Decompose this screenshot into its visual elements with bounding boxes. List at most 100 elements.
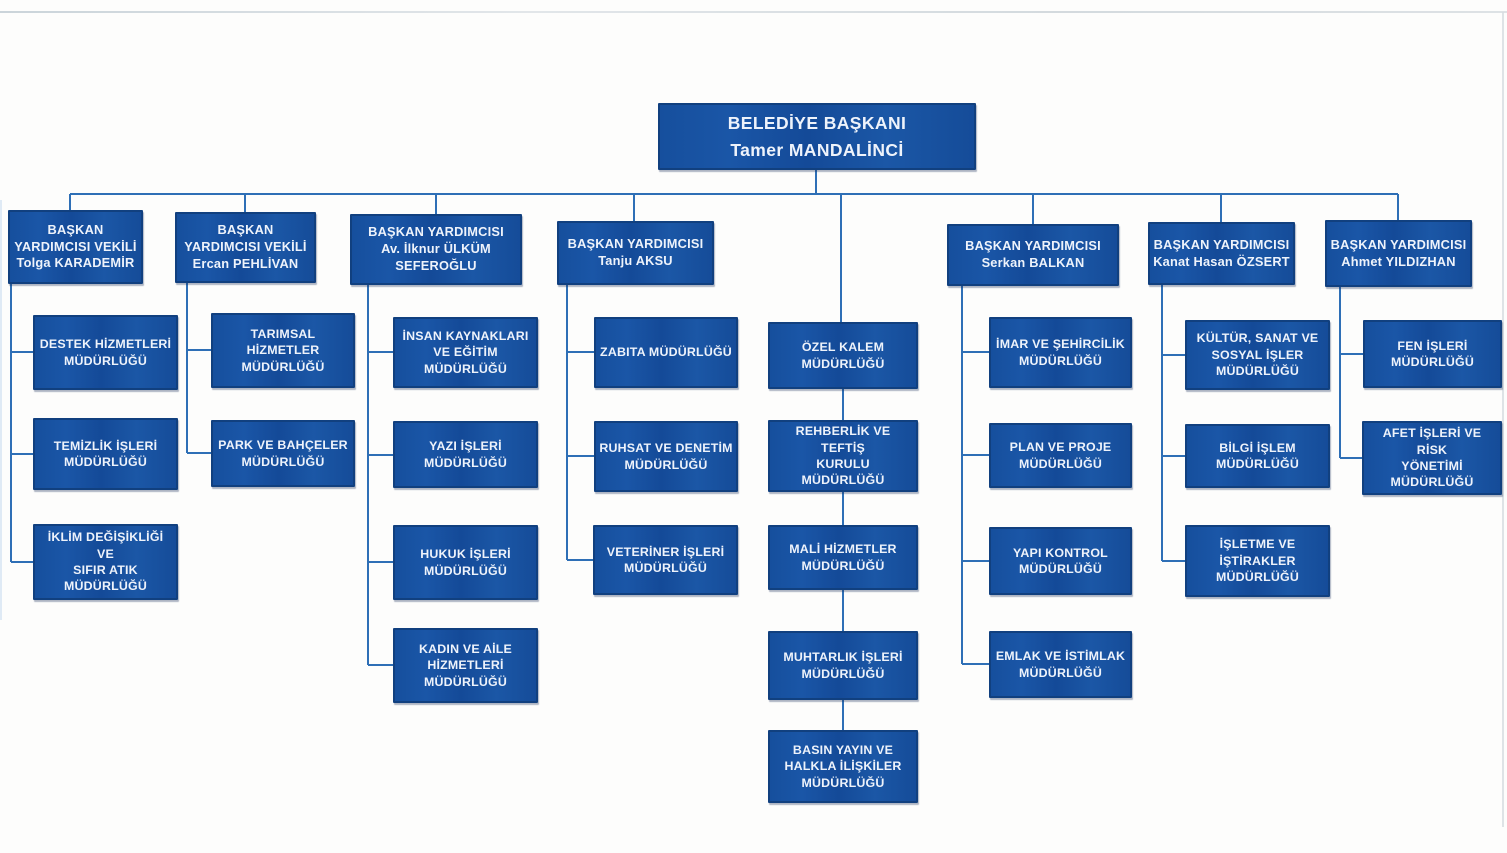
org-node-label-line: MÜDÜRLÜĞÜ xyxy=(63,353,148,368)
org-node-title-line: Tamer MANDALİNCİ xyxy=(730,139,904,160)
org-node-label-line: Av. İlknur ÜLKÜM xyxy=(381,241,491,257)
org-node-label-line: Serkan BALKAN xyxy=(981,255,1085,270)
org-node-label-line: BAŞKAN YARDIMCISI xyxy=(368,224,504,240)
page-edge-right xyxy=(1502,12,1504,827)
org-node-label-line: EMLAK VE İSTİMLAK xyxy=(995,649,1126,664)
org-node-c1c: İKLİM DEĞİŞİKLİĞİ VE SIFIR ATIK MÜDÜRLÜĞÜ xyxy=(33,524,178,600)
org-node-label-line: YAZI İŞLERİ xyxy=(429,439,502,454)
org-node-label-line: BASIN YAYIN VE xyxy=(792,742,894,757)
org-node-label-line: MÜDÜRLÜĞÜ xyxy=(1018,665,1103,680)
org-node-label-line: SEFEROĞLU xyxy=(395,257,477,273)
org-node-label-line: MÜDÜRLÜĞÜ xyxy=(423,674,508,689)
org-node-label-line: Ercan PEHLİVAN xyxy=(192,255,299,271)
org-node-label-line: SOSYAL İŞLER xyxy=(1211,347,1304,362)
org-node-label-line: ÖZEL KALEM xyxy=(801,340,885,355)
org-node-label-line: MÜDÜRLÜĞÜ xyxy=(623,561,708,575)
org-node-mayor: BELEDİYE BAŞKANI Tamer MANDALİNCİ xyxy=(658,103,976,170)
org-node-label-line: MÜDÜRLÜĞÜ xyxy=(1018,456,1103,471)
org-node-label-line: MÜDÜRLÜĞÜ xyxy=(423,361,508,376)
org-node-label-line: MALİ HİZMETLER xyxy=(789,542,897,557)
org-node-label-line: MÜDÜRLÜĞÜ xyxy=(241,454,325,469)
org-node-label-line: YÖNETİMİ xyxy=(1401,459,1463,473)
org-node-label-line: BAŞKAN xyxy=(217,222,274,238)
org-node-label-line: AFET İŞLERİ VE RİSK xyxy=(1382,426,1482,457)
org-node-label-line: MÜDÜRLÜĞÜ xyxy=(63,579,148,594)
org-node-label-line: KURULU xyxy=(816,457,870,471)
org-node-label-line: DESTEK HİZMETLERİ xyxy=(39,337,172,352)
org-node-label-line: YARDIMCISI VEKİLİ xyxy=(184,239,307,255)
org-node-label-line: KADIN VE AİLE xyxy=(418,641,512,656)
org-node-label-line: RUHSAT VE DENETİM xyxy=(599,441,733,456)
org-node-label-line: FEN İŞLERİ xyxy=(1397,338,1468,353)
org-node-label-line: Tolga KARADEMİR xyxy=(16,255,135,271)
org-node-label-line: MÜDÜRLÜĞÜ xyxy=(241,359,325,374)
org-node-label-line: MUHTARLIK İŞLERİ xyxy=(783,650,903,665)
org-node-label-line: YARDIMCISI VEKİLİ xyxy=(14,238,137,254)
org-node-label-line: MÜDÜRLÜĞÜ xyxy=(423,563,508,578)
org-node-label-line: İŞLETME VE xyxy=(1219,537,1296,552)
org-node-label-line: İKLİM DEĞİŞİKLİĞİ VE xyxy=(47,530,164,561)
org-node-label-line: MÜDÜRLÜĞÜ xyxy=(1018,562,1103,576)
org-node-label-line: İŞTİRAKLER xyxy=(1219,553,1296,568)
org-node-title-line: BELEDİYE BAŞKANI xyxy=(727,113,907,134)
org-node-label-line: MÜDÜRLÜĞÜ xyxy=(63,455,148,469)
org-node-label-line: PARK VE BAHÇELER xyxy=(218,438,348,453)
org-node-label-line: HİZMETLERİ xyxy=(427,658,504,673)
org-node-c8b: AFET İŞLERİ VE RİSK YÖNETİMİ MÜDÜRLÜĞÜ xyxy=(1362,421,1502,495)
org-node-label-line: MÜDÜRLÜĞÜ xyxy=(1215,364,1300,379)
org-node-c5b: REHBERLİK VE TEFTİŞ KURULU MÜDÜRLÜĞÜ xyxy=(768,420,918,492)
org-node-label-line: REHBERLİK VE TEFTİŞ xyxy=(795,424,891,455)
org-node-label-line: MÜDÜRLÜĞÜ xyxy=(801,356,885,371)
org-node-label-line: Tanju AKSU xyxy=(598,253,673,268)
org-node-label-line: VE EĞİTİM xyxy=(433,345,498,360)
org-node-label-line: MÜDÜRLÜĞÜ xyxy=(423,455,508,470)
org-node-label-line: ZABITA MÜDÜRLÜĞÜ xyxy=(600,345,732,360)
org-node-c4a: ZABITA MÜDÜRLÜĞÜ xyxy=(594,317,738,388)
org-node-label-line: İNSAN KAYNAKLARI xyxy=(402,328,529,343)
org-node-label-line: HUKUK İŞLERİ xyxy=(420,547,511,562)
org-node-label-line: Ahmet YILDIZHAN xyxy=(1341,253,1456,269)
org-node-label-line: TEMİZLİK İŞLERİ xyxy=(53,438,158,453)
org-node-label-line: MÜDÜRLÜĞÜ xyxy=(1390,355,1475,369)
org-node-label-line: MÜDÜRLÜĞÜ xyxy=(1215,457,1300,471)
org-node-label-line: SIFIR ATIK xyxy=(73,563,138,577)
org-node-c7b: BİLGİ İŞLEM MÜDÜRLÜĞÜ xyxy=(1185,424,1330,488)
org-node-label-line: MÜDÜRLÜĞÜ xyxy=(801,473,885,488)
org-node-label-line: MÜDÜRLÜĞÜ xyxy=(1390,475,1474,490)
org-node-label-line: TARIMSAL xyxy=(250,326,316,341)
org-node-label-line: MÜDÜRLÜĞÜ xyxy=(801,558,885,573)
page-edge-top xyxy=(0,11,1507,13)
org-node-label-line: İMAR VE ŞEHİRCİLİK xyxy=(996,337,1125,352)
org-node-label-line: MÜDÜRLÜĞÜ xyxy=(801,666,885,681)
org-node-label-line: MÜDÜRLÜĞÜ xyxy=(801,775,885,790)
org-node-label-line: BAŞKAN YARDIMCISI xyxy=(567,236,704,252)
org-node-label-line: BAŞKAN xyxy=(47,221,104,237)
org-node-label-line: BİLGİ İŞLEM xyxy=(1219,440,1296,455)
org-node-label-line: KÜLTÜR, SANAT VE xyxy=(1196,331,1319,346)
org-node-label-line: BAŞKAN YARDIMCISI xyxy=(965,238,1101,254)
